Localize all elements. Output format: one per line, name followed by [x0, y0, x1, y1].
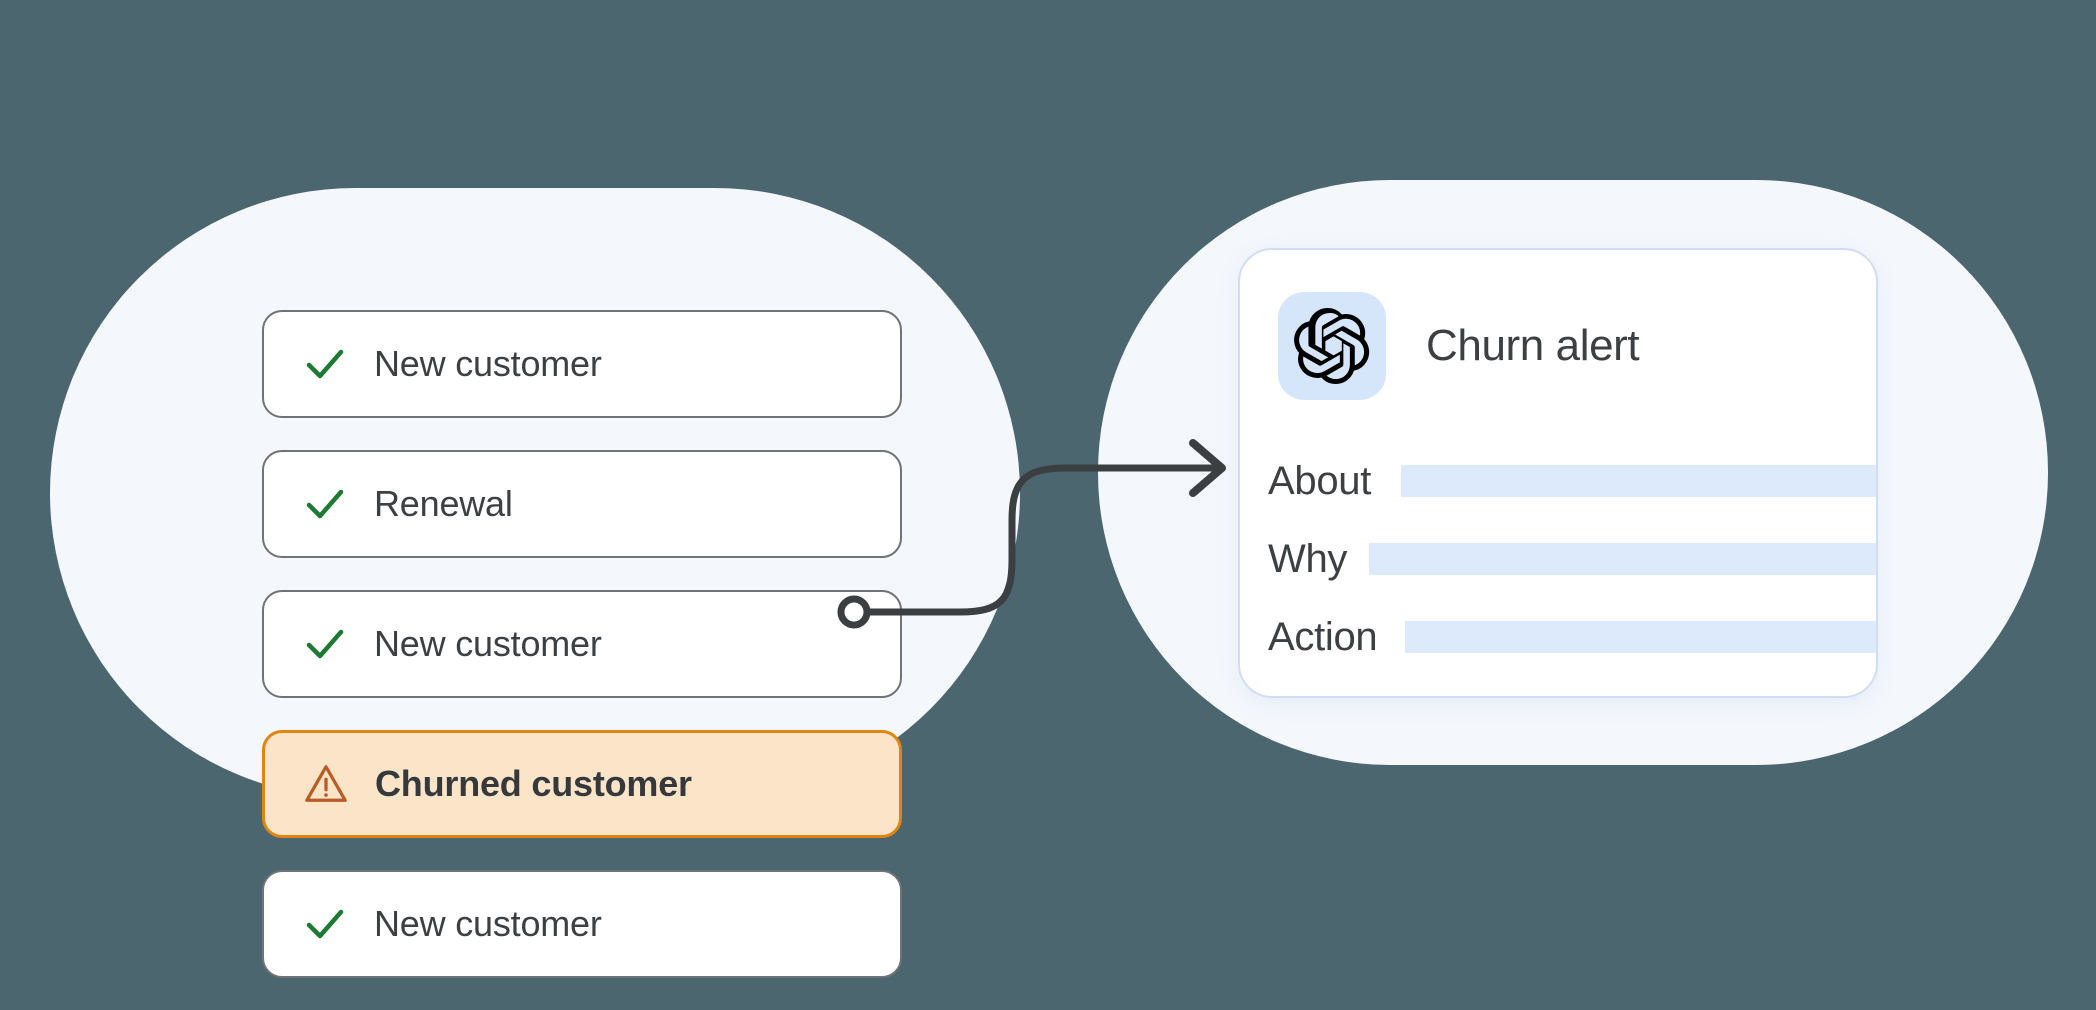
alert-field-list: About Why Action [1240, 400, 1876, 676]
alert-field-about: About [1268, 442, 1876, 520]
check-icon [302, 901, 348, 947]
list-item-label: New customer [374, 903, 602, 944]
list-item-label: Renewal [374, 483, 513, 524]
field-label: Action [1268, 614, 1378, 659]
list-item[interactable]: New customer [262, 870, 902, 978]
openai-logo-icon [1278, 292, 1386, 400]
alert-field-action: Action [1268, 598, 1876, 676]
warning-triangle-icon [303, 761, 349, 807]
field-placeholder-bar [1401, 465, 1876, 497]
churn-alert-card: Churn alert About Why Action [1238, 248, 1878, 698]
diagram-canvas: New customer Renewal New customer [50, 180, 2048, 978]
card-header: Churn alert [1240, 250, 1876, 400]
right-panel: Churn alert About Why Action [1098, 180, 2048, 765]
card-title: Churn alert [1426, 321, 1640, 370]
list-item[interactable]: New customer [262, 310, 902, 418]
alert-field-why: Why [1268, 520, 1876, 598]
field-placeholder-bar [1369, 543, 1876, 575]
field-label: About [1268, 458, 1372, 503]
check-icon [302, 341, 348, 387]
check-icon [302, 621, 348, 667]
customer-event-list: New customer Renewal New customer [262, 310, 902, 1010]
list-item-label: Churned customer [375, 763, 692, 804]
field-placeholder-bar [1405, 621, 1876, 653]
field-label: Why [1268, 536, 1348, 581]
list-item[interactable]: Renewal [262, 450, 902, 558]
list-item-label: New customer [374, 623, 602, 664]
list-item[interactable]: New customer [262, 590, 902, 698]
check-icon [302, 481, 348, 527]
left-panel: New customer Renewal New customer [50, 188, 1020, 978]
list-item-churned[interactable]: Churned customer [262, 730, 902, 838]
list-item-label: New customer [374, 343, 602, 384]
